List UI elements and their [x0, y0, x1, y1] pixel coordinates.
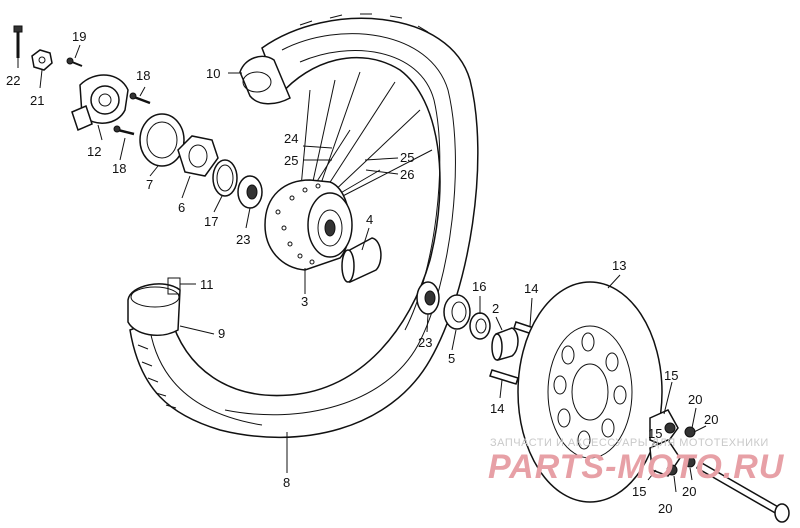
bolt-22	[13, 25, 23, 58]
speedometer-gear-retainer	[177, 135, 219, 177]
callout-6: 6	[178, 200, 185, 215]
callout-20-c: 20	[658, 501, 672, 516]
bolt-18-upper	[129, 92, 151, 105]
callout-10: 10	[206, 66, 220, 81]
callout-23-left: 23	[236, 232, 250, 247]
callout-15-lower: 15	[632, 484, 646, 499]
callout-25-right: 25	[400, 150, 414, 165]
callout-22: 22	[6, 73, 20, 88]
callout-17: 17	[204, 214, 218, 229]
bearing-23-right	[416, 281, 440, 315]
hub-flange-holes	[275, 183, 321, 265]
callout-9: 9	[218, 326, 225, 341]
callout-18-upper: 18	[136, 68, 150, 83]
watermark: ЗАПЧАСТИ И АКСЕССУАРЫ ДЛЯ МОТОТЕХНИКИ PA…	[488, 437, 785, 486]
circlip	[212, 159, 238, 197]
disc-stud-lower	[489, 369, 519, 385]
callout-13: 13	[612, 258, 626, 273]
dust-seal	[443, 294, 471, 330]
callout-24: 24	[284, 131, 298, 146]
callout-25-left: 25	[284, 153, 298, 168]
tire-tread-pattern	[137, 13, 429, 409]
side-collar	[491, 327, 519, 361]
callout-8: 8	[283, 475, 290, 490]
tire-and-rim	[127, 13, 479, 439]
callout-26: 26	[400, 167, 414, 182]
speedometer-gearbox	[71, 74, 129, 132]
callout-14-lower: 14	[490, 401, 504, 416]
callout-11: 11	[200, 277, 214, 292]
callout-5: 5	[448, 351, 455, 366]
screw-19	[66, 57, 83, 67]
callout-12: 12	[87, 144, 101, 159]
retainer-plate	[139, 113, 185, 167]
disc-holes	[553, 332, 627, 450]
oil-seal	[469, 312, 491, 340]
callout-3: 3	[301, 294, 308, 309]
callout-15-upper: 15	[664, 368, 678, 383]
callout-4: 4	[366, 212, 373, 227]
callout-labels: 2 3 4 5 6 7 8 9 10 11 12 13 14 14 15 15 …	[6, 29, 718, 516]
callout-20-b: 20	[704, 412, 718, 427]
callout-7: 7	[146, 177, 153, 192]
callout-21: 21	[30, 93, 44, 108]
callout-16: 16	[472, 279, 486, 294]
callout-2: 2	[492, 301, 499, 316]
nut-21	[31, 49, 53, 71]
tire-section-lower	[127, 283, 181, 337]
callout-15-middle: 15	[648, 426, 662, 441]
callout-20-d: 20	[682, 484, 696, 499]
distance-collar	[341, 237, 382, 284]
callout-14-upper: 14	[524, 281, 538, 296]
watermark-tagline: ЗАПЧАСТИ И АКСЕССУАРЫ ДЛЯ МОТОТЕХНИКИ	[490, 437, 769, 449]
bearing-23-left	[237, 175, 263, 209]
callout-23-right: 23	[418, 335, 432, 350]
leader-lines	[17, 44, 707, 493]
nuts-20	[664, 422, 696, 476]
brake-disc	[517, 281, 663, 503]
callout-19: 19	[72, 29, 86, 44]
callout-20-a: 20	[688, 392, 702, 407]
front-axle	[696, 460, 790, 523]
bolt-18-lower	[113, 125, 135, 136]
callout-18-lower: 18	[112, 161, 126, 176]
watermark-logo-text: PARTS-MOTO.RU	[488, 448, 785, 486]
wheel-hub	[264, 179, 353, 271]
